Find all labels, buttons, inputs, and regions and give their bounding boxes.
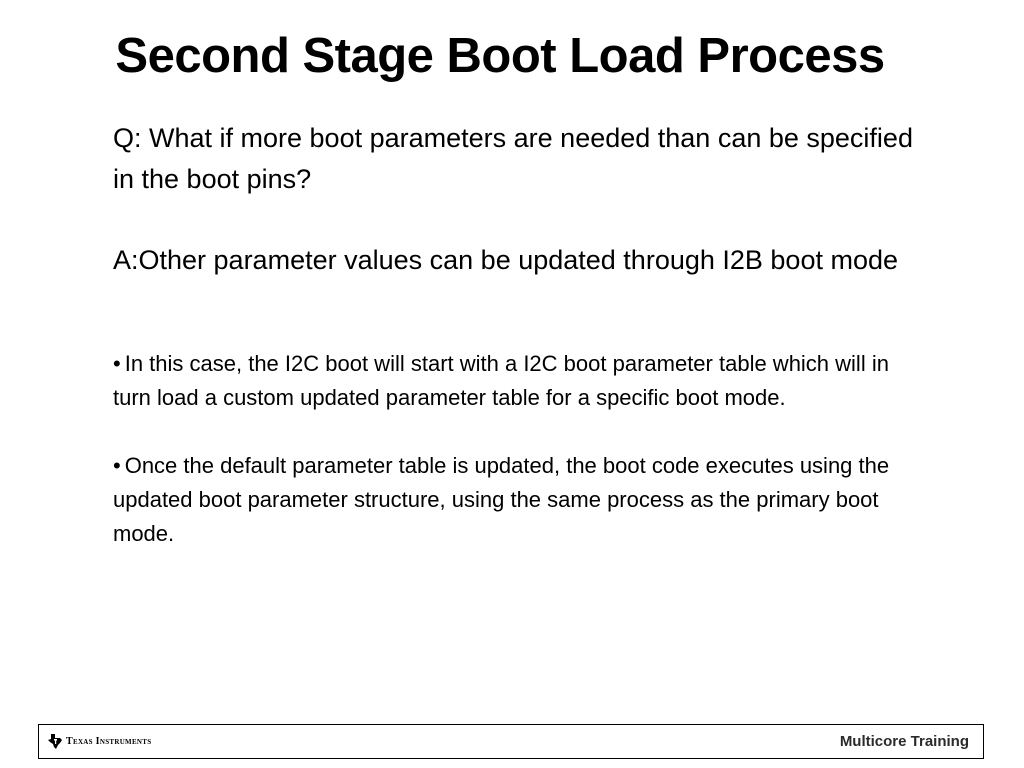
texas-state-icon: [48, 734, 62, 749]
bullet-item: •Once the default parameter table is upd…: [113, 449, 923, 551]
bullet-dot: •: [113, 351, 121, 376]
bullet-item: •In this case, the I2C boot will start w…: [113, 347, 923, 415]
bullet-dot: •: [113, 453, 121, 478]
answer-text: A:Other parameter values can be updated …: [113, 245, 899, 275]
logo-text: Texas Instruments: [66, 736, 152, 747]
question-text: Q: What if more boot parameters are need…: [113, 123, 913, 194]
texas-instruments-logo: Texas Instruments: [48, 734, 151, 749]
slide-footer: Texas Instruments Multicore Training: [38, 724, 984, 759]
bullet-text: In this case, the I2C boot will start wi…: [113, 351, 889, 410]
footer-label: Multicore Training: [839, 733, 969, 750]
slide-content: Q: What if more boot parameters are need…: [113, 118, 923, 551]
slide-title: Second Stage Boot Load Process: [115, 29, 885, 83]
bullet-text: Once the default parameter table is upda…: [113, 453, 890, 546]
